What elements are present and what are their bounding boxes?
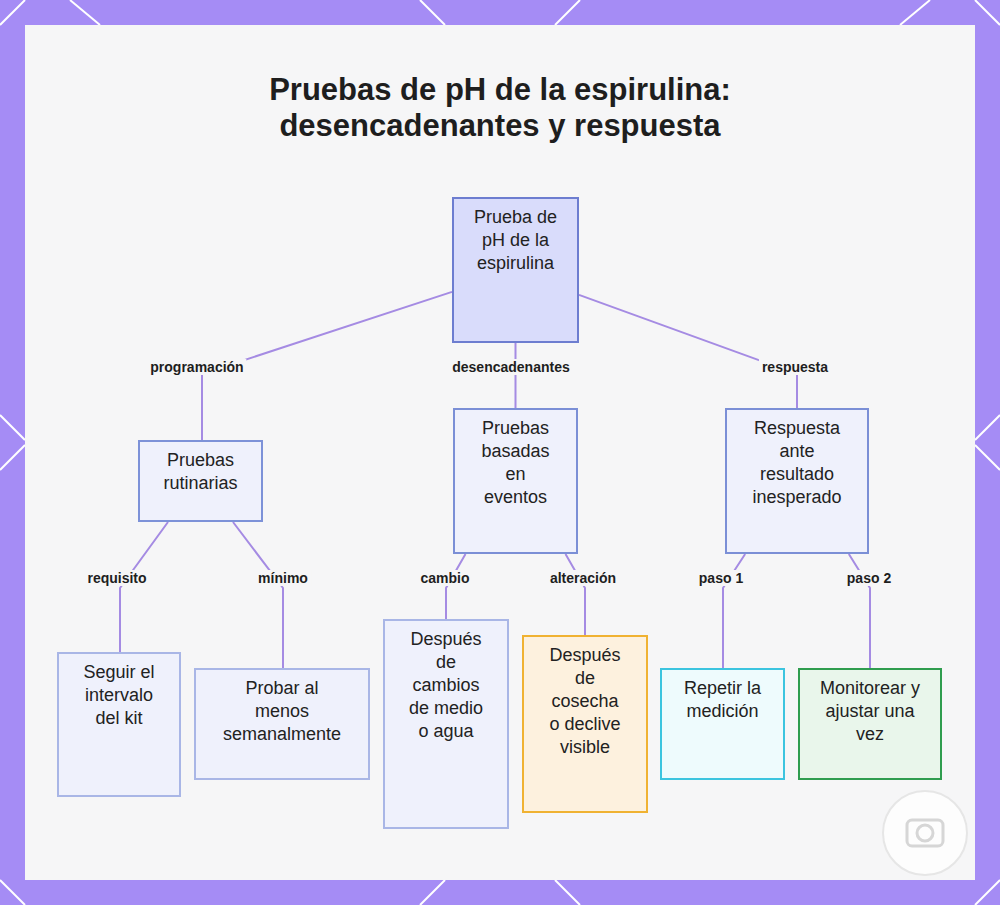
node-text: Después de cambios de medio o agua xyxy=(405,628,487,743)
diagram-title: Pruebas de pH de la espirulina: desencad… xyxy=(240,72,760,144)
process-box: Seguir el intervalo del kit xyxy=(57,652,181,797)
process-box: Después de cosecha o declive visible xyxy=(522,635,648,813)
edge-label: requisito xyxy=(84,570,149,586)
edge-label: alteración xyxy=(547,570,619,586)
node-text: Pruebas basadas en eventos xyxy=(472,417,560,509)
process-box: Respuesta ante resultado inesperado xyxy=(725,408,869,554)
connector-line xyxy=(579,295,797,408)
node-text: Monitorear y ajustar una vez xyxy=(819,677,921,746)
edge-label: cambio xyxy=(417,570,472,586)
process-box: Repetir la medición xyxy=(660,668,785,780)
edge-label: mínimo xyxy=(255,570,311,586)
process-box: Probar al menos semanalmente xyxy=(194,668,370,780)
connector-line xyxy=(233,522,283,668)
node-text: Prueba de pH de la espirulina xyxy=(472,206,560,275)
node-text: Después de cosecha o declive visible xyxy=(544,644,626,759)
edge-label: paso 1 xyxy=(696,570,746,586)
process-box: Después de cambios de medio o agua xyxy=(383,619,509,829)
process-box: Monitorear y ajustar una vez xyxy=(798,668,942,780)
connector-line xyxy=(515,343,517,408)
node-text: Seguir el intervalo del kit xyxy=(71,661,167,730)
connector-line xyxy=(446,554,466,619)
node-text: Probar al menos semanalmente xyxy=(221,677,343,746)
process-box: Pruebas rutinarias xyxy=(138,440,263,522)
edge-label: desencadenantes xyxy=(449,359,573,375)
process-box: Pruebas basadas en eventos xyxy=(453,408,578,554)
connector-line xyxy=(566,554,586,635)
edge-label: paso 2 xyxy=(844,570,894,586)
node-text: Pruebas rutinarias xyxy=(145,449,257,495)
node-text: Repetir la medición xyxy=(672,677,774,723)
node-text: Respuesta ante resultado inesperado xyxy=(741,417,853,509)
edge-label: programación xyxy=(147,359,246,375)
root-box: Prueba de pH de la espirulina xyxy=(452,197,579,343)
connector-line xyxy=(120,522,168,652)
edge-label: respuesta xyxy=(759,359,831,375)
